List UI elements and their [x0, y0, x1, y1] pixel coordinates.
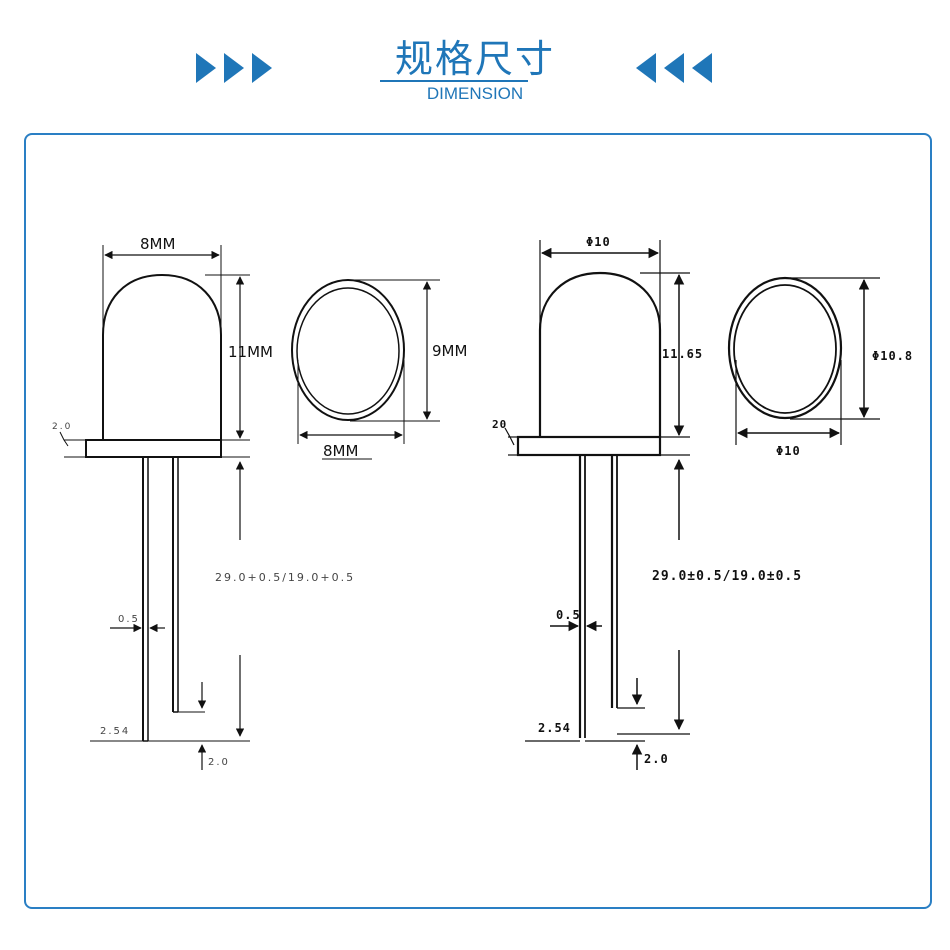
right-led-dome	[538, 271, 662, 437]
right-top-view	[727, 276, 880, 445]
left-dome-height-label: 11MM	[228, 343, 273, 361]
left-top-width-label: 8MM	[323, 442, 358, 460]
right-lead-length-label: 29.0±0.5/19.0±0.5	[652, 569, 802, 584]
right-side-view	[504, 240, 690, 770]
page-subtitle: DIMENSION	[426, 84, 524, 103]
page-title: 规格尺寸	[394, 37, 555, 81]
header: 规格尺寸 DIMENSION	[0, 0, 950, 120]
left-top-view	[291, 279, 440, 460]
left-dome-width-label: 8MM	[140, 235, 175, 253]
right-top-inner-ring	[733, 284, 837, 414]
right-dome-width-label: Φ10	[586, 235, 611, 249]
dimension-frame	[24, 133, 932, 909]
right-top-outer-ring	[727, 276, 843, 420]
triple-arrow-right-icon	[196, 53, 272, 83]
left-lead-spacing-label: 2.54	[100, 726, 130, 737]
right-lead-width-label: 0.5	[556, 608, 581, 622]
left-flange-label: 2.0	[52, 422, 72, 432]
left-led-dome	[102, 273, 222, 440]
left-lead-width-label: 0.5	[118, 614, 140, 625]
left-lead-length-label: 29.0+0.5/19.0+0.5	[215, 571, 355, 584]
right-top-height-label: Φ10.8	[872, 349, 913, 363]
left-lead-step-label: 2.0	[208, 757, 230, 768]
left-led-flange	[85, 439, 222, 458]
right-lead-step-label: 2.0	[644, 752, 669, 766]
triple-arrow-left-icon	[636, 53, 712, 83]
title-underline	[380, 80, 528, 82]
left-top-outer-ring	[291, 279, 405, 421]
right-lead-spacing-label: 2.54	[538, 721, 571, 735]
right-top-width-label: Φ10	[776, 444, 801, 458]
left-top-inner-ring	[296, 287, 400, 415]
right-led-flange	[516, 435, 662, 457]
left-top-height-label: 9MM	[432, 342, 467, 360]
left-side-view	[59, 245, 250, 770]
right-dome-height-label: 11.65	[662, 347, 703, 361]
right-flange-label: 20	[492, 418, 507, 431]
